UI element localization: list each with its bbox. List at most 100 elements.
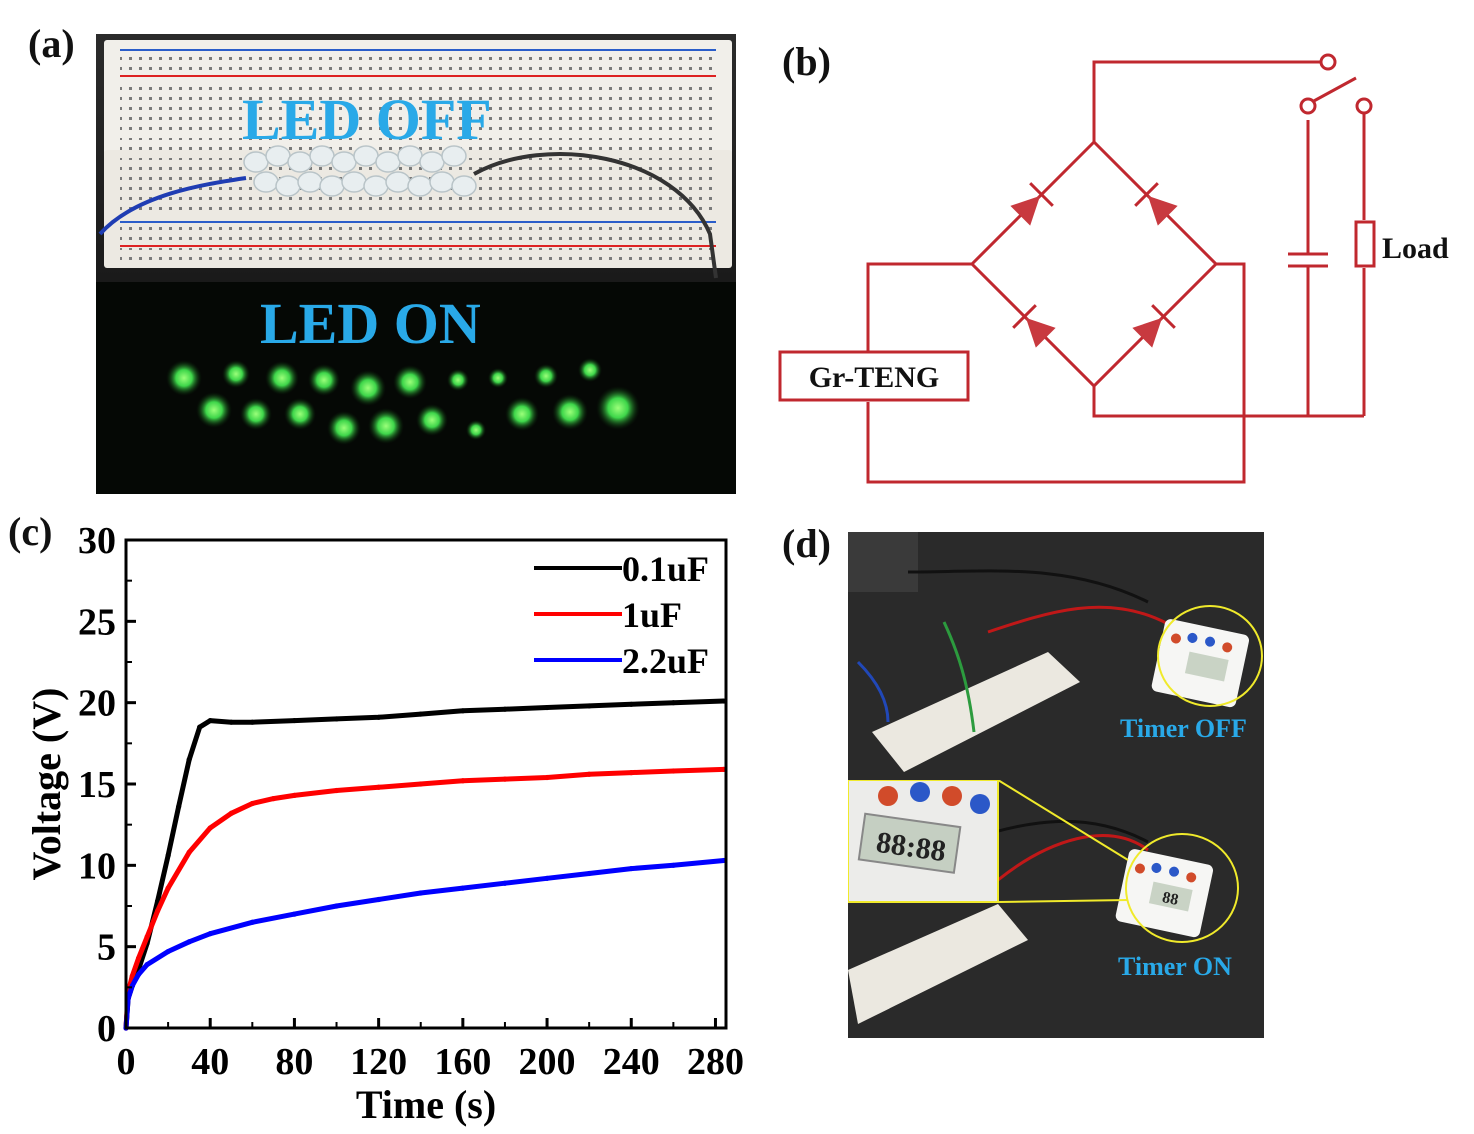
switch-terminals [1299,53,1373,115]
y-tick-label: 30 [78,520,116,562]
x-tick-label: 240 [603,1041,660,1083]
y-axis-label: Voltage (V) [24,688,69,881]
data-point [129,973,135,979]
led-array [243,145,477,197]
series-line-0.1uF [123,698,724,1029]
data-point [586,703,592,709]
timer-on-photo: 88 88:88 Timer ON [847,779,1264,1038]
x-tick-label: 120 [350,1041,407,1083]
x-tick-label: 80 [275,1041,313,1083]
data-point [586,870,592,877]
timer-off-text: Timer OFF [1120,714,1247,743]
data-point [333,903,340,909]
circuit-wires [866,60,1366,484]
timer-on-text: Timer ON [1118,952,1232,981]
diodes [1010,182,1178,348]
data-point [544,875,550,881]
data-point [249,800,255,807]
data-point [544,774,550,781]
data-point [197,724,203,730]
data-point [207,825,213,831]
data-point [165,852,171,859]
data-point [333,787,340,794]
timer-callout-circle [1157,605,1263,707]
x-tick-label: 0 [117,1041,136,1083]
data-point [460,778,466,784]
data-point [291,792,298,798]
data-point [502,880,508,886]
data-point [207,931,213,937]
data-point [670,700,676,706]
data-point [418,890,424,896]
data-point [418,711,424,717]
data-point [186,849,192,855]
led-off-text: LED OFF [242,87,492,152]
data-point [228,719,234,725]
data-point [249,919,255,925]
series-line-1uF [123,766,724,1029]
data-point [144,961,150,968]
data-point [460,708,466,714]
data-point [144,934,150,940]
timer-off-setup-image [848,532,1264,780]
data-point [249,719,255,725]
legend-label: 2.2uF [622,641,709,681]
timer-device: 88 [1115,849,1214,938]
y-tick-label: 25 [78,601,116,643]
led-on-photo: LED ON [96,282,736,494]
rectifier-circuit-diagram: Load Gr-TENG [778,53,1449,484]
breadboard [872,652,1080,772]
y-tick-label: 5 [97,927,116,969]
y-tick-label: 15 [78,764,116,806]
data-point [376,714,382,720]
data-point [176,804,182,810]
timer-callout-circle [1125,833,1239,943]
data-point [670,768,676,774]
data-point [186,757,192,763]
green-led-glows [166,358,640,445]
data-point [586,771,592,777]
data-point [502,776,508,782]
data-point [291,717,298,724]
x-tick-label: 200 [519,1041,576,1083]
teng-source-label: Gr-TENG [809,361,940,394]
load-label: Load [1382,232,1449,265]
data-point [628,770,634,776]
x-axis-label: Time (s) [356,1082,496,1127]
legend-label: 0.1uF [622,549,709,589]
panel-a-label: (a) [28,21,75,66]
glowing-leds-image [166,358,640,445]
data-point [460,885,466,891]
x-tick-label: 280 [687,1041,744,1083]
data-point [165,948,171,955]
data-point [228,810,234,816]
data-point [165,885,171,891]
svg-text:88: 88 [1161,889,1180,909]
timer-on-setup-image: 88 88:88 [847,779,1264,1038]
panel-c-label: (c) [8,509,53,554]
data-point [628,701,634,707]
y-tick-label: 0 [97,1008,116,1050]
y-tick-label: 20 [78,683,116,725]
data-point [333,716,340,722]
data-point [186,939,192,945]
led-on-text: LED ON [260,291,481,356]
data-point [502,706,508,712]
led-off-photo: LED OFF [96,34,736,282]
data-point [207,717,213,724]
y-tick-label: 10 [78,845,116,887]
timer-off-photo: Timer OFF [848,532,1264,780]
breadboard-image [96,34,736,282]
breadboard [848,904,1028,1024]
series-line-2.2uF [123,858,725,1029]
data-point [628,865,634,872]
data-point [136,955,142,961]
x-tick-label: 40 [191,1041,229,1083]
legend-label: 1uF [622,595,682,635]
panel-b-label: (b) [782,39,831,84]
data-point [544,704,550,711]
teng-source-box [778,350,970,402]
data-point [154,908,161,914]
data-point [376,784,382,790]
